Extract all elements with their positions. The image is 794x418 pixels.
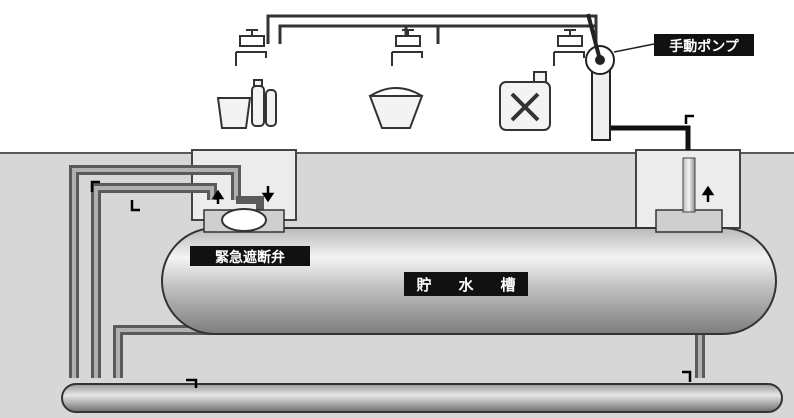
valve-icon — [221, 208, 267, 232]
tank-label-char-2: 水 — [458, 276, 474, 294]
faucet-header-pipe — [250, 14, 598, 44]
tank-label-box — [404, 272, 528, 296]
bottle-bucket-icon — [216, 79, 277, 129]
faucet-icon — [235, 29, 267, 66]
faucet-icon — [391, 29, 423, 66]
main-water-pipe — [61, 383, 783, 413]
hand-pump-icon — [585, 13, 615, 141]
flow-arrow-icon — [90, 114, 715, 388]
faucet-icon — [553, 29, 585, 66]
tank-label-char-1: 貯 — [416, 276, 431, 294]
tank-label-char-3: 槽 — [500, 276, 515, 294]
valve-label-box — [190, 246, 310, 266]
valve-label: 緊急遮断弁 — [215, 249, 285, 266]
pump-discharge-pipe — [602, 125, 691, 150]
pump-leader-line — [613, 43, 655, 53]
jerrycan-icon — [499, 71, 551, 131]
hand-pump-label: 手動ポンプ — [669, 38, 740, 55]
bucket-icon — [368, 87, 424, 129]
hand-pump-label-box — [654, 34, 754, 56]
pump-riser-pipe — [682, 157, 696, 213]
